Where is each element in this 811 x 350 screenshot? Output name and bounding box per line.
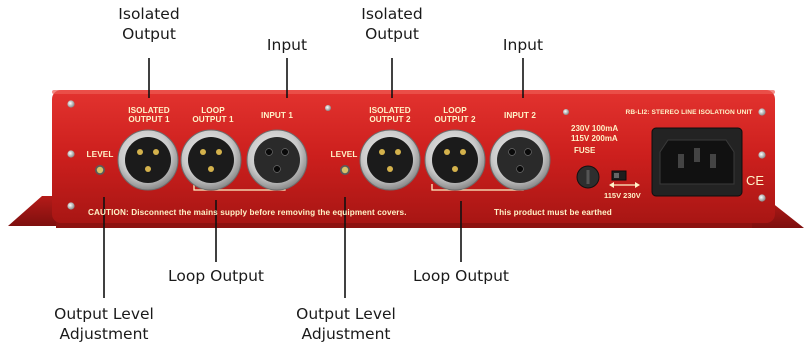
callout-input-2: Input — [502, 36, 544, 54]
callout-isolated-output-2: Isolated Output — [361, 5, 423, 43]
callout-loop-output-1: Loop Output — [168, 267, 264, 285]
xlr-isolated-output-2 — [359, 129, 421, 191]
xlr-input-2 — [489, 129, 551, 191]
ce-mark: CE — [746, 173, 765, 188]
callout-input-1: Input — [266, 36, 308, 54]
panel-label-loop-output-2: LOOP OUTPUT 2 — [434, 106, 476, 124]
earthed-text: This product must be earthed — [494, 208, 612, 217]
xlr-isolated-output-1 — [117, 129, 179, 191]
panel-label-input-2: INPUT 2 — [503, 111, 537, 120]
level-pot-2 — [340, 165, 350, 175]
fuse-holder — [576, 165, 600, 189]
voltage-switch-label: 115V 230V — [604, 191, 641, 200]
panel-label-loop-output-1: LOOP OUTPUT 1 — [192, 106, 234, 124]
left-flange — [8, 196, 58, 226]
callout-level-adjust-2: Output Level Adjustment — [296, 305, 396, 343]
panel-label-level-1: LEVEL — [86, 150, 114, 159]
caution-text: CAUTION: Disconnect the mains supply bef… — [88, 208, 407, 217]
callout-level-adjust-1: Output Level Adjustment — [54, 305, 154, 343]
panel-screws — [67, 100, 766, 210]
bottom-lip — [56, 219, 752, 228]
level-pot-1 — [95, 165, 105, 175]
panel-label-input-1: INPUT 1 — [260, 111, 294, 120]
iec-mains-socket — [651, 127, 743, 197]
xlr-loop-output-1 — [180, 129, 242, 191]
xlr-input-1 — [246, 129, 308, 191]
fuse-label: FUSE — [574, 146, 596, 155]
callout-isolated-output-1: Isolated Output — [118, 5, 180, 43]
power-spec: 230V 100mA 115V 200mA — [571, 124, 619, 143]
callout-loop-output-2: Loop Output — [413, 267, 509, 285]
panel-label-isolated-output-1: ISOLATED OUTPUT 1 — [128, 106, 170, 124]
voltage-selector — [609, 170, 640, 188]
panel-label-isolated-output-2: ISOLATED OUTPUT 2 — [369, 106, 411, 124]
xlr-loop-output-2 — [424, 129, 486, 191]
model-label: RB-LI2: STEREO LINE ISOLATION UNIT — [625, 109, 753, 116]
panel-label-level-2: LEVEL — [330, 150, 358, 159]
